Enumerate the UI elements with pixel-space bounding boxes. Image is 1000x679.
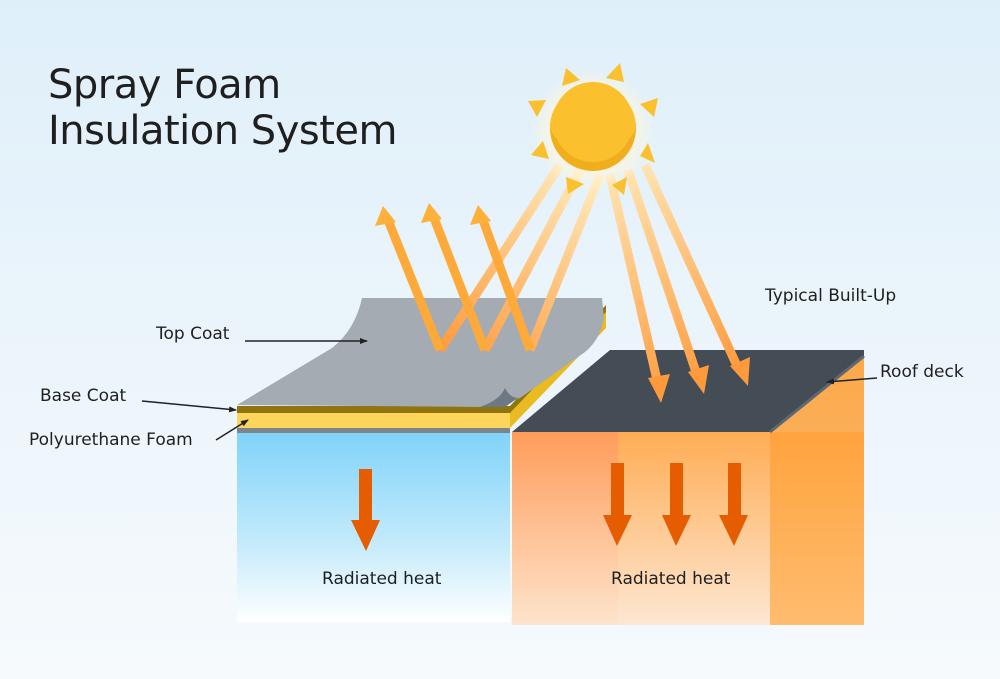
- foam-leader: [215, 419, 249, 441]
- polyurethane-foam-layer: [237, 410, 510, 428]
- incoming-ray: [481, 167, 584, 353]
- absorbed-ray-arrowhead: [730, 357, 750, 386]
- base-coat-label: Base Coat: [40, 386, 127, 406]
- absorbed-ray: [640, 163, 743, 370]
- absorbed-ray-arrowhead: [648, 374, 670, 403]
- base-coat-leader: [141, 400, 237, 413]
- hot-side-wall: [770, 355, 864, 625]
- reflected-ray: [383, 218, 445, 352]
- heat-arrows: [351, 463, 748, 551]
- radiated-heat-label-right: Radiated heat: [611, 569, 731, 589]
- roof-deck-label: Roof deck: [880, 362, 964, 382]
- foam-substrate-edge: [237, 427, 510, 433]
- polyurethane-foam-label: Polyurethane Foam: [29, 430, 193, 450]
- reflected-ray-arrowhead: [375, 206, 396, 226]
- roof-deck-leader: [826, 377, 878, 385]
- spray-foam-building: [237, 298, 606, 622]
- roof-deck: [512, 350, 864, 432]
- reflected-ray: [429, 216, 490, 352]
- top-coat-peel: [480, 388, 518, 407]
- heat-arrow-down-icon: [603, 463, 632, 546]
- radiated-heat-label-left: Radiated heat: [322, 569, 442, 589]
- title-line-2: Insulation System: [48, 108, 397, 154]
- title-line-1: Spray Foam: [48, 62, 281, 108]
- page-title: Spray Foam Insulation System: [48, 62, 397, 154]
- incoming-ray: [525, 173, 605, 352]
- heat-arrow-down-icon: [719, 463, 748, 546]
- ray-arrowheads: [375, 203, 750, 403]
- leader-lines: [141, 338, 878, 441]
- reflected-ray: [478, 218, 535, 352]
- absorbed-ray: [605, 173, 662, 382]
- reflected-ray-arrowhead: [421, 203, 442, 223]
- top-coat-layer: [237, 298, 604, 407]
- roof-deck-edge: [769, 354, 865, 434]
- top-coat-label: Top Coat: [156, 324, 230, 344]
- hot-interior-left: [512, 432, 618, 625]
- heat-arrow-down-icon: [662, 463, 691, 546]
- typical-built-up-label: Typical Built-Up: [765, 286, 897, 306]
- absorbed-ray-arrowhead: [688, 365, 709, 394]
- sun-icon: [528, 63, 658, 195]
- absorbed-ray: [623, 168, 702, 377]
- heat-arrow-down-icon: [351, 469, 380, 551]
- sun-rays: [383, 162, 743, 382]
- reflected-ray-arrowhead: [470, 205, 491, 225]
